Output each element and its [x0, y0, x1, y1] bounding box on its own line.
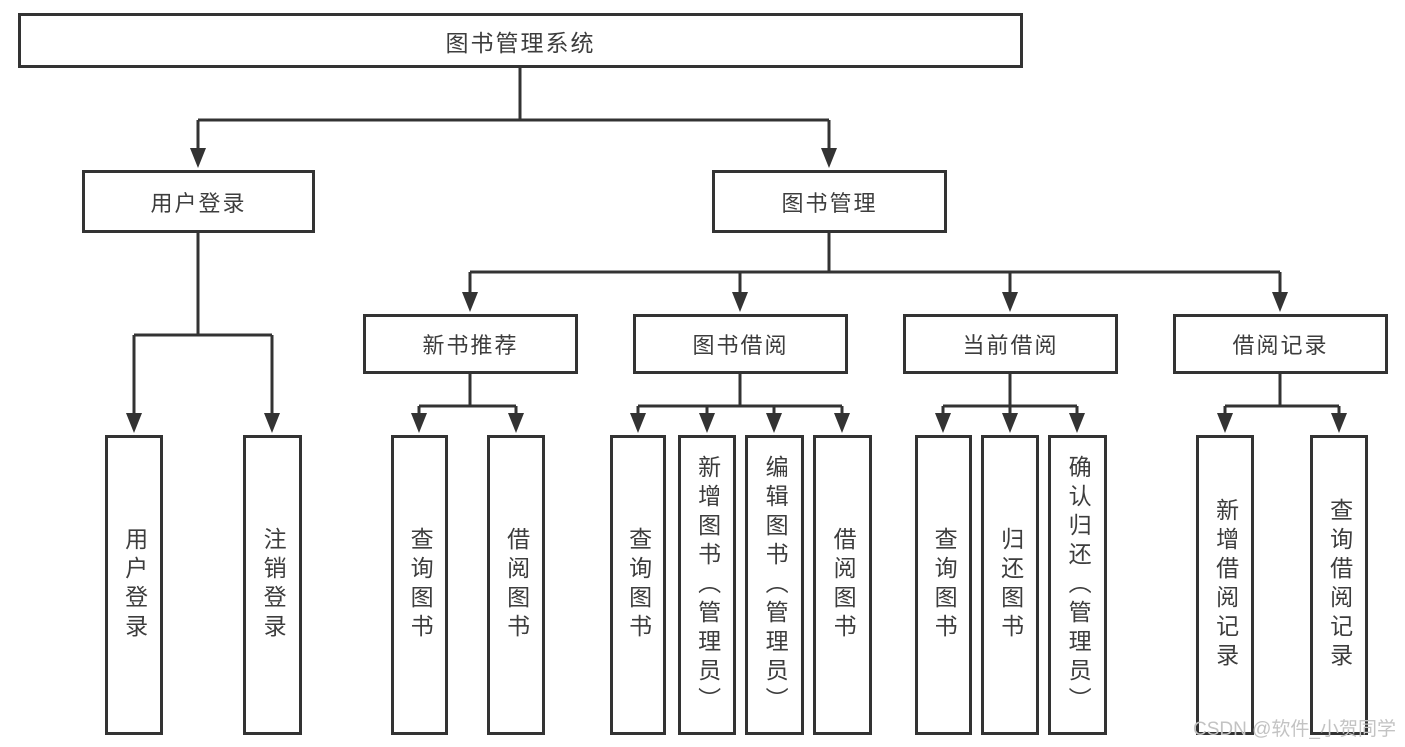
node-label: 借阅记录	[1232, 333, 1329, 358]
arrowhead-icon	[699, 413, 715, 433]
arrowhead-icon	[411, 413, 427, 433]
leaf-node-add-borrow-record: 新增借阅记录	[1196, 435, 1254, 735]
node-label: 用户登录	[150, 190, 247, 216]
node-label: 借阅图书	[830, 527, 857, 643]
node-label: 查询图书	[625, 527, 652, 643]
node-label: 新增借阅记录	[1212, 498, 1239, 672]
node-label: 图书管理	[781, 190, 878, 216]
node-book-borrow: 图书借阅	[633, 314, 848, 374]
leaf-node-user-login: 用户登录	[105, 435, 163, 735]
leaf-node-query-books-current: 查询图书	[915, 435, 972, 735]
node-label: 图书借阅	[692, 333, 789, 358]
node-label: 查询图书	[407, 527, 434, 643]
leaf-node-edit-book-admin: 编辑图书（管理员）	[745, 435, 804, 735]
leaf-node-borrow-book: 借阅图书	[813, 435, 872, 735]
node-book-management-branch: 图书管理	[712, 170, 947, 233]
node-user-login-branch: 用户登录	[82, 170, 315, 233]
connector-book-management	[462, 233, 1288, 312]
node-label: 图书管理系统	[445, 29, 596, 56]
node-label: 查询图书	[931, 527, 958, 643]
connector-new-book	[411, 374, 524, 433]
arrowhead-icon	[1272, 292, 1288, 312]
leaf-node-add-book-admin: 新增图书（管理员）	[678, 435, 736, 735]
arrowhead-icon	[190, 148, 206, 168]
node-borrow-records: 借阅记录	[1173, 314, 1388, 374]
leaf-node-query-books-recommend: 查询图书	[391, 435, 448, 735]
watermark-text: CSDN @软件_小贺同学	[1193, 719, 1396, 740]
arrowhead-icon	[732, 292, 748, 312]
node-label: 新书推荐	[422, 333, 519, 358]
node-label: 借阅图书	[503, 527, 530, 643]
arrowhead-icon	[1331, 413, 1347, 433]
arrowhead-icon	[630, 413, 646, 433]
arrowhead-icon	[462, 292, 478, 312]
arrowhead-icon	[1002, 292, 1018, 312]
leaf-node-query-books-borrow: 查询图书	[610, 435, 666, 735]
connector-book-borrow	[630, 374, 850, 433]
leaf-node-return-book: 归还图书	[981, 435, 1039, 735]
node-label: 编辑图书（管理员）	[762, 454, 789, 716]
node-current-borrow: 当前借阅	[903, 314, 1118, 374]
arrowhead-icon	[821, 148, 837, 168]
leaf-node-logout: 注销登录	[243, 435, 302, 735]
node-label: 注销登录	[260, 527, 287, 643]
node-label: 查询借阅记录	[1326, 498, 1353, 672]
arrowhead-icon	[264, 413, 280, 433]
node-root-system: 图书管理系统	[18, 13, 1023, 68]
node-label: 确认归还（管理员）	[1065, 454, 1092, 716]
arrowhead-icon	[766, 413, 782, 433]
node-new-book-recommend: 新书推荐	[363, 314, 578, 374]
arrowhead-icon	[834, 413, 850, 433]
node-label: 当前借阅	[962, 333, 1059, 358]
leaf-node-borrow-books-recommend: 借阅图书	[487, 435, 545, 735]
arrowhead-icon	[126, 413, 142, 433]
arrowhead-icon	[508, 413, 524, 433]
arrowhead-icon	[1069, 413, 1085, 433]
node-label: 归还图书	[997, 527, 1024, 643]
leaf-node-confirm-return-admin: 确认归还（管理员）	[1048, 435, 1107, 735]
arrowhead-icon	[1002, 413, 1018, 433]
connector-root	[190, 68, 837, 168]
connector-user-login	[126, 233, 280, 433]
connector-borrow-records	[1217, 374, 1347, 433]
node-label: 新增图书（管理员）	[694, 454, 721, 716]
connector-current-borrow	[935, 374, 1085, 433]
leaf-node-query-borrow-record: 查询借阅记录	[1310, 435, 1368, 735]
arrowhead-icon	[935, 413, 951, 433]
arrowhead-icon	[1217, 413, 1233, 433]
node-label: 用户登录	[121, 527, 148, 643]
